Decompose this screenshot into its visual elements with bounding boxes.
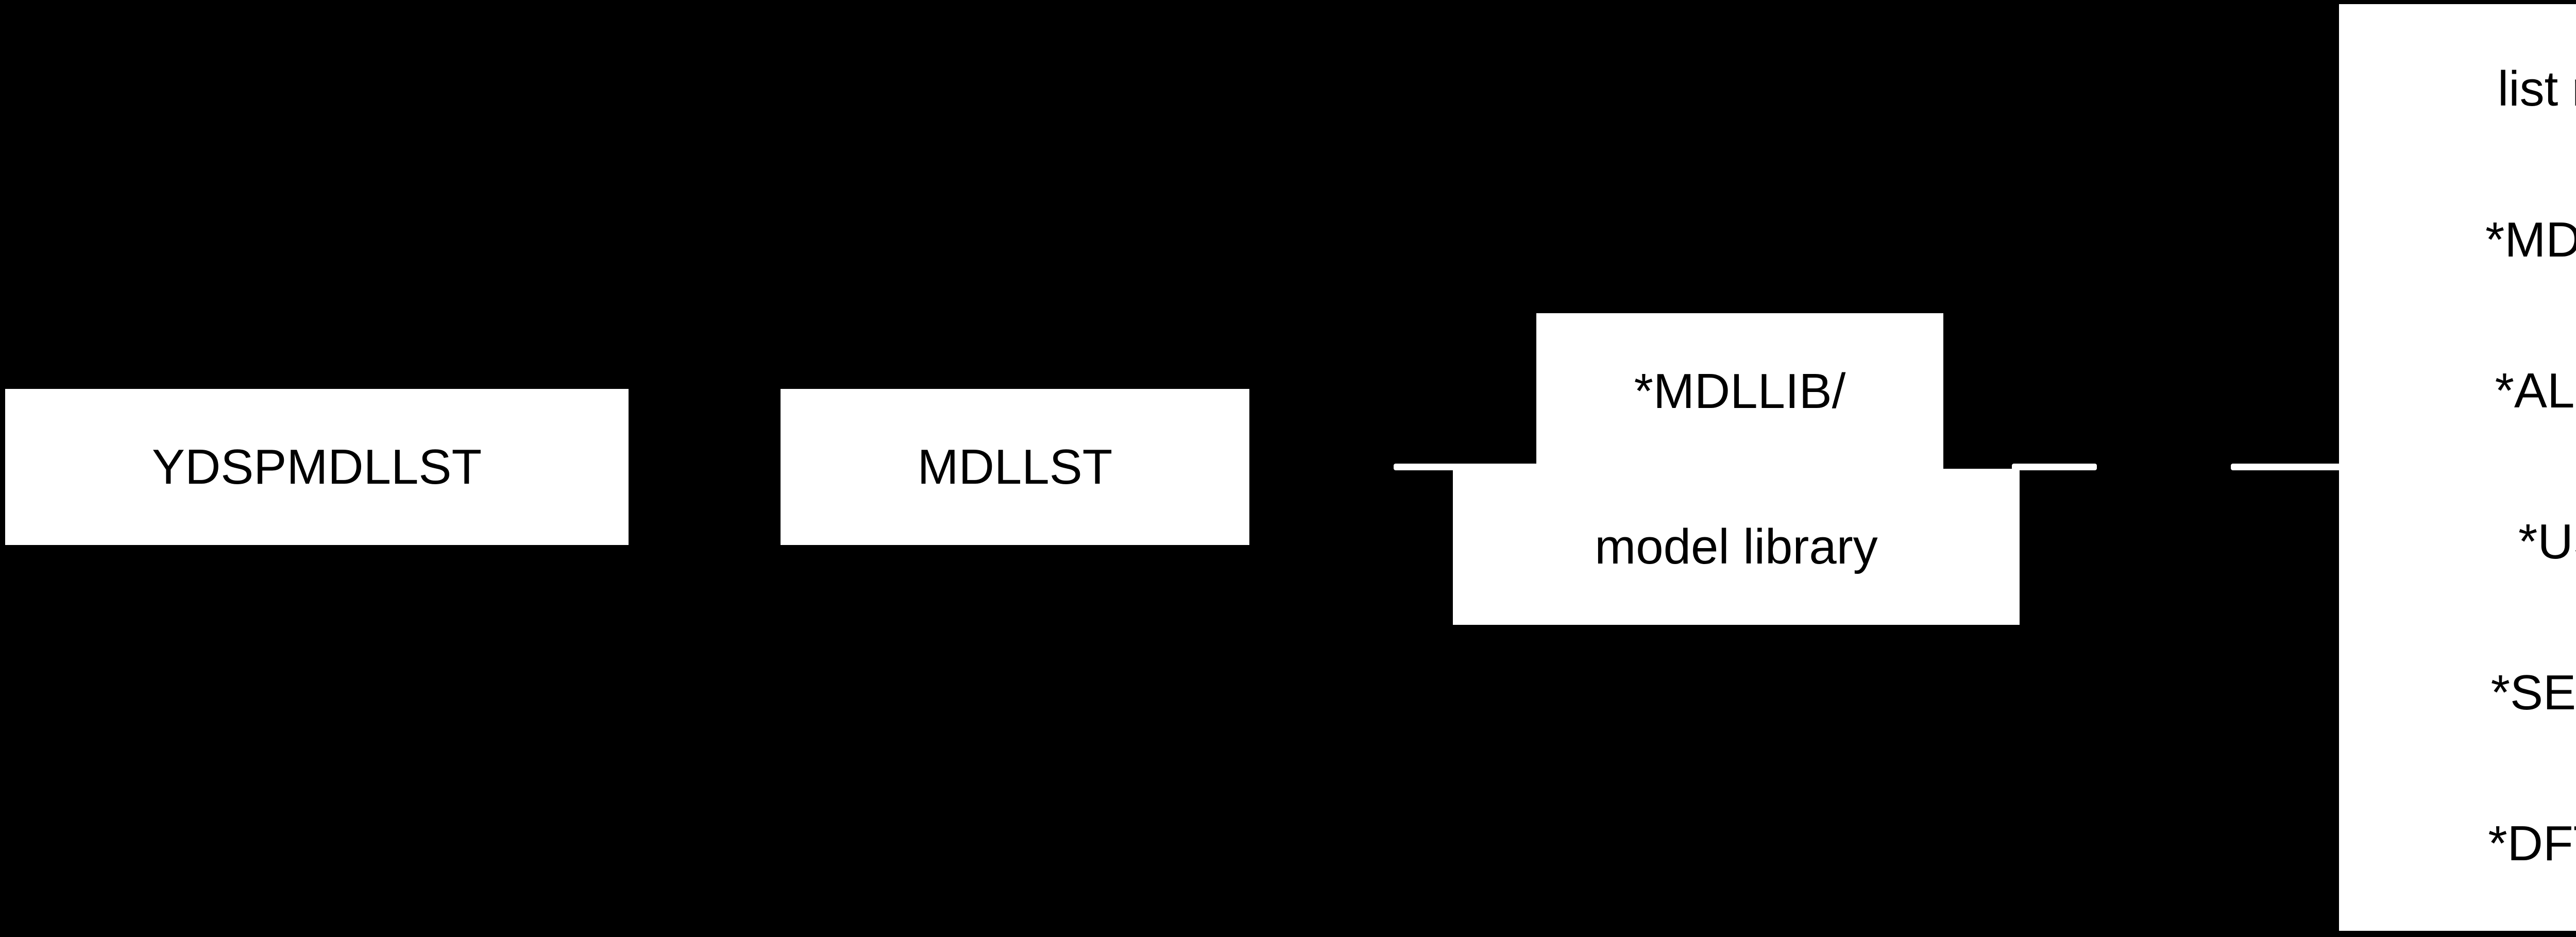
library-qualifier-default-label: *MDLLIB/ — [1634, 363, 1846, 419]
rail-segment-before-library-group — [1394, 464, 1548, 470]
list-option-1: *MDLPRF — [2485, 212, 2576, 267]
library-value-label: model library — [1595, 519, 1878, 574]
list-option-5: *DFTCPY — [2488, 816, 2576, 872]
parameter-keyword-box: MDLLST — [781, 389, 1249, 545]
command-name-box: YDSPMDLLST — [5, 389, 629, 545]
library-qualifier-default-box: *MDLLIB/ — [1536, 313, 1943, 469]
rail-segment-before-list-group — [2231, 464, 2347, 470]
list-option-2: *ALLOBJ — [2495, 363, 2576, 418]
list-option-0: list name — [2497, 61, 2576, 116]
command-name-label: YDSPMDLLST — [151, 439, 482, 495]
library-value-box: model library — [1453, 469, 2020, 625]
list-option-4: *SELECT — [2490, 665, 2576, 721]
list-option-3: *USER — [2518, 514, 2576, 570]
list-option-choices-box: list name *MDLPRF *ALLOBJ *USER *SELECT … — [2339, 4, 2576, 931]
parameter-keyword-label: MDLLST — [917, 439, 1113, 495]
rail-segment-after-library-group — [2012, 464, 2097, 470]
